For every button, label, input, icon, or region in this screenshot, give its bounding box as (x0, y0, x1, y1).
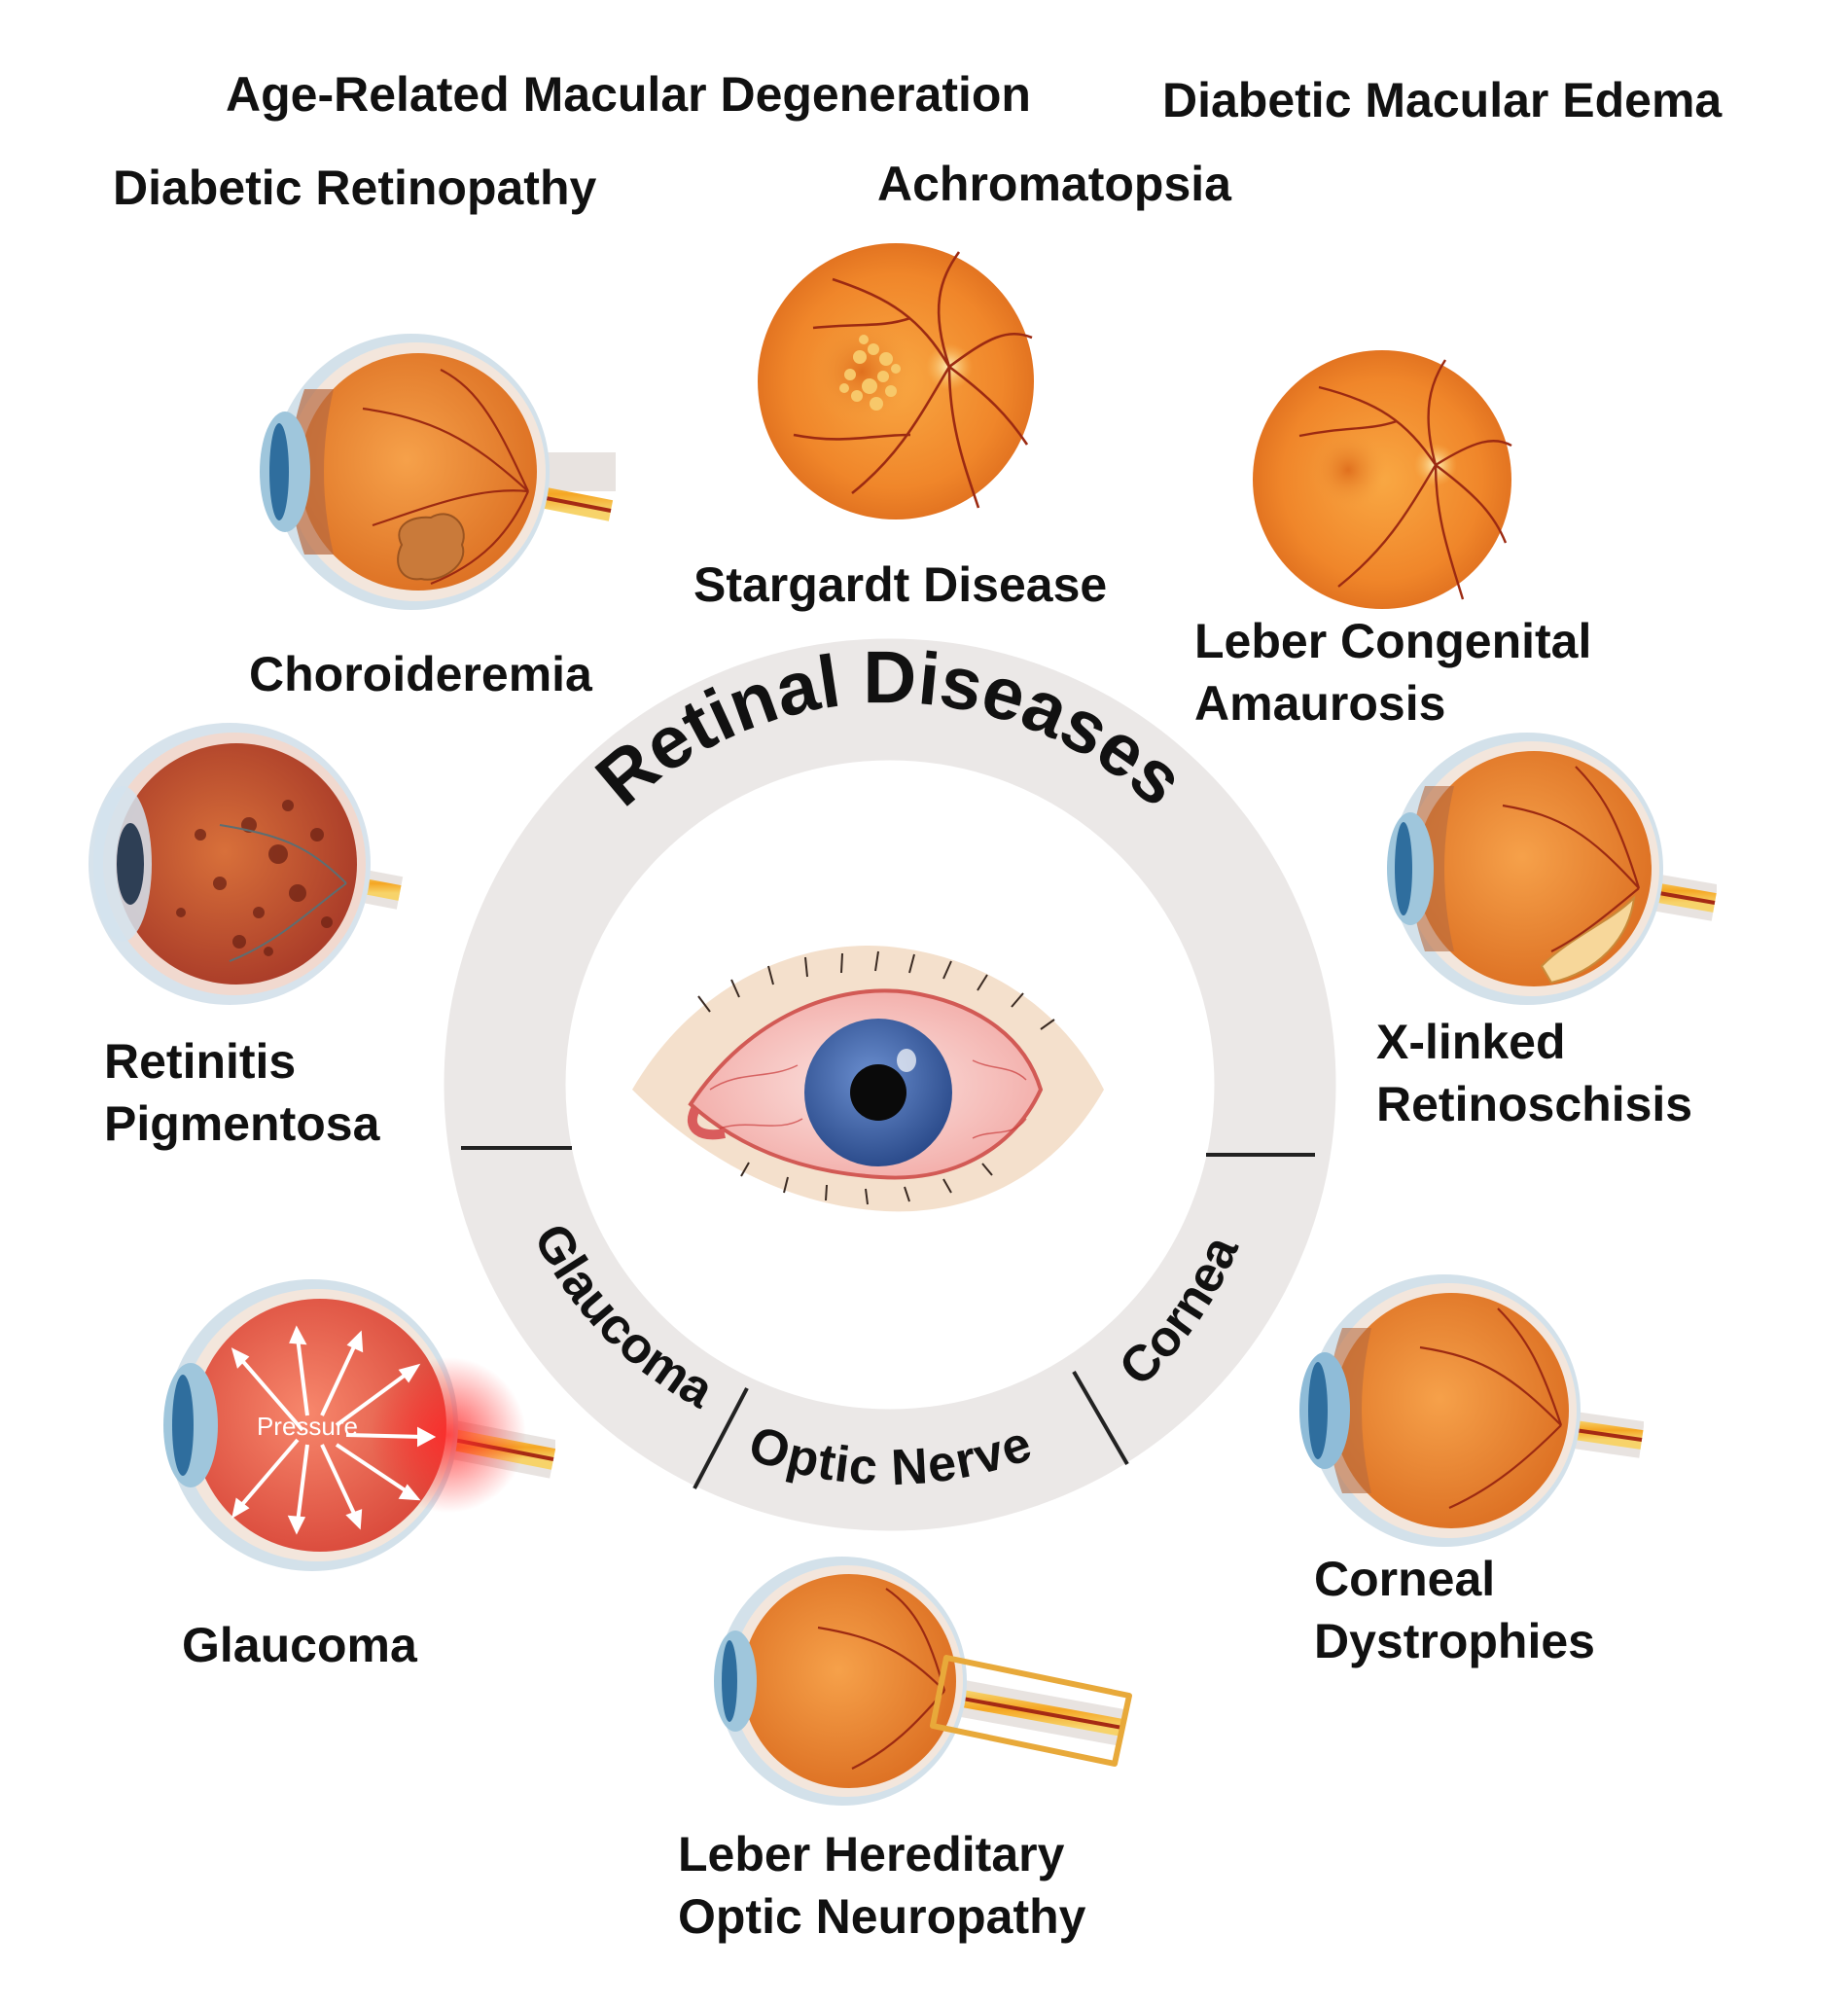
label-x-linked-retinoschisis-line-1: X-linked (1376, 1015, 1566, 1069)
central-red-eye-illustration (632, 945, 1104, 1212)
retinitis-pigmentosa-eyeball-illustration (89, 723, 404, 1005)
label-diabetic-retinopathy: Diabetic Retinopathy (113, 161, 597, 215)
stargardt-fundus-illustration (758, 243, 1034, 519)
lhon-eyeball-illustration (714, 1557, 1132, 1806)
glaucoma-eyeball-illustration: Pressure (163, 1279, 555, 1571)
pressure-label: Pressure (257, 1412, 358, 1441)
label-achromatopsia: Achromatopsia (877, 157, 1231, 211)
lca-fundus-illustration (1253, 350, 1512, 609)
label-stargardt-disease: Stargardt Disease (693, 557, 1108, 612)
label-x-linked-retinoschisis-line-2: Retinoschisis (1376, 1077, 1693, 1131)
label-diabetic-macular-edema: Diabetic Macular Edema (1162, 73, 1723, 127)
corneal-dystrophies-eyeball-illustration (1299, 1274, 1644, 1547)
label-lca-line-1: Leber Congenital (1194, 614, 1592, 668)
label-lhon-line-1: Leber Hereditary (678, 1827, 1065, 1881)
x-linked-retinoschisis-eyeball-illustration (1387, 733, 1717, 1005)
label-glaucoma: Glaucoma (182, 1618, 417, 1672)
label-lca-line-2: Amaurosis (1194, 676, 1446, 731)
label-corneal-dystrophies-line-2: Dystrophies (1314, 1614, 1595, 1668)
label-corneal-dystrophies-line-1: Corneal (1314, 1552, 1496, 1606)
label-retinitis-pigmentosa-line-2: Pigmentosa (104, 1096, 380, 1151)
label-lhon-line-2: Optic Neuropathy (678, 1889, 1086, 1944)
label-retinitis-pigmentosa-line-1: Retinitis (104, 1034, 297, 1089)
label-choroideremia: Choroideremia (249, 647, 592, 701)
ring-band (444, 638, 1336, 1531)
choroideremia-eyeball-illustration (260, 334, 616, 610)
label-amd: Age-Related Macular Degeneration (226, 67, 1031, 122)
ring-dividers (461, 1146, 1315, 1489)
